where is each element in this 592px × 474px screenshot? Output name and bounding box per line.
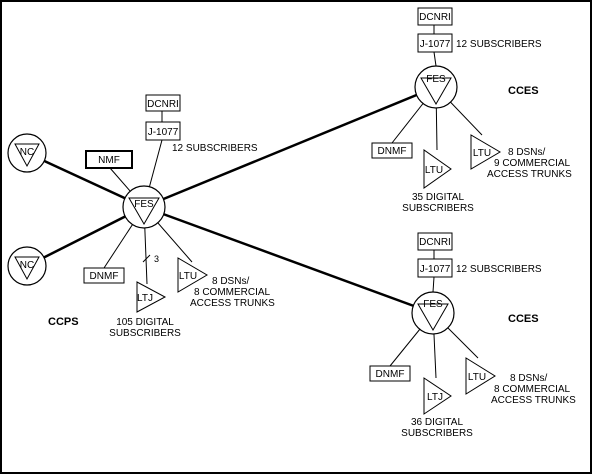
ccps-ltj-triangle <box>136 281 167 313</box>
cces-top-site: DCNRI J-1077 12 SUBSCRIBERS FES CCES DNM… <box>371 7 572 214</box>
bot-ltu-triangle <box>465 357 496 395</box>
top-ltu-digital-triangle <box>423 149 452 189</box>
nc-label-2: NC <box>20 260 34 271</box>
ccps-dnmf-box <box>83 267 125 284</box>
top-dnmf-label: DNMF <box>378 146 407 157</box>
ccps-count-3: 3 <box>154 254 159 264</box>
top-trunks-line3: ACCESS TRUNKS <box>487 169 572 180</box>
ccps-ltj-label: LTJ <box>137 293 153 304</box>
bot-ltu-label: LTU <box>468 372 486 383</box>
bot-cces-label: CCES <box>508 313 539 325</box>
ccps-trunks-line2: 8 COMMERCIAL <box>194 287 271 298</box>
cces-bottom-site: DCNRI J-1077 12 SUBSCRIBERS FES CCES DNM… <box>369 232 576 439</box>
top-fes-triangle <box>420 77 452 106</box>
bot-dcnri-label: DCNRI <box>419 237 451 248</box>
top-cces-label: CCES <box>508 85 539 97</box>
bot-fes-triangle <box>417 303 449 332</box>
nc-triangle-2 <box>14 256 40 281</box>
bot-j1077-label: J-1077 <box>420 264 451 275</box>
bot-dcnri-box <box>417 232 453 251</box>
bot-link-j1077-fes <box>432 276 435 293</box>
top-12-subscribers: 12 SUBSCRIBERS <box>456 39 542 50</box>
top-link-j1077-fes <box>433 51 437 67</box>
ccps-site-label: CCPS <box>48 316 79 328</box>
j1077-box <box>145 121 181 141</box>
nc-triangle-1 <box>14 143 40 168</box>
ccps-trunks-line3: ACCESS TRUNKS <box>190 298 275 309</box>
link-ccps-bottom-cces <box>143 205 434 315</box>
top-dnmf-box <box>371 142 413 159</box>
link-ccps-top-cces <box>143 85 437 209</box>
nmf-box <box>85 150 133 169</box>
ccps-digital-line2: SUBSCRIBERS <box>109 328 181 339</box>
ccps-12-subscribers: 12 SUBSCRIBERS <box>172 143 258 154</box>
bot-12-subscribers: 12 SUBSCRIBERS <box>456 264 542 275</box>
ccps-site: NC NC NMF DCNRI J-1077 12 SUBSCRIBERS FE… <box>7 94 275 339</box>
top-j1077-box <box>417 33 453 53</box>
bot-digital-line2: SUBSCRIBERS <box>401 428 473 439</box>
bot-ltj-triangle <box>423 377 452 415</box>
slash-mark <box>142 254 151 263</box>
top-ltu-digital-label: LTU <box>425 165 443 176</box>
bot-dnmf-label: DNMF <box>376 369 405 380</box>
ccps-digital-line1: 105 DIGITAL <box>116 317 174 328</box>
bot-trunks-line3: ACCESS TRUNKS <box>491 395 576 406</box>
top-fes-label: FES <box>426 74 446 85</box>
ccps-dnmf-label: DNMF <box>90 271 119 282</box>
dcnri-box <box>145 94 181 112</box>
bot-digital-line1: 36 DIGITAL <box>411 417 463 428</box>
bot-j1077-box <box>417 258 453 278</box>
top-ltu-trunks-label: LTU <box>473 148 491 159</box>
top-trunks-line2: 9 COMMERCIAL <box>494 158 571 169</box>
top-ltu-trunks-triangle <box>470 134 501 170</box>
dcnri-label: DCNRI <box>147 99 179 110</box>
nc-label-1: NC <box>20 147 34 158</box>
top-dcnri-label: DCNRI <box>419 12 451 23</box>
bot-ltj-label: LTJ <box>427 392 443 403</box>
ccps-fes-triangle <box>128 197 160 226</box>
nmf-label: NMF <box>98 155 120 166</box>
bot-fes-label: FES <box>423 299 443 310</box>
j1077-label: J-1077 <box>148 127 179 138</box>
top-j1077-label: J-1077 <box>420 39 451 50</box>
ccps-ltu-label: LTU <box>179 271 197 282</box>
top-digital-line1: 35 DIGITAL <box>412 192 464 203</box>
ccps-trunks-line1: 8 DSNs/ <box>212 276 249 287</box>
ccps-ltu-triangle <box>177 257 208 293</box>
link-nc2-fes <box>26 205 145 268</box>
bot-trunks-line2: 8 COMMERCIAL <box>494 384 571 395</box>
ccps-fes-label: FES <box>134 199 154 210</box>
top-dcnri-box <box>417 7 453 26</box>
top-digital-line2: SUBSCRIBERS <box>402 203 474 214</box>
bot-trunks-line1: 8 DSNs/ <box>510 373 547 384</box>
bot-dnmf-box <box>369 365 411 382</box>
top-trunks-line1: 8 DSNs/ <box>508 147 545 158</box>
